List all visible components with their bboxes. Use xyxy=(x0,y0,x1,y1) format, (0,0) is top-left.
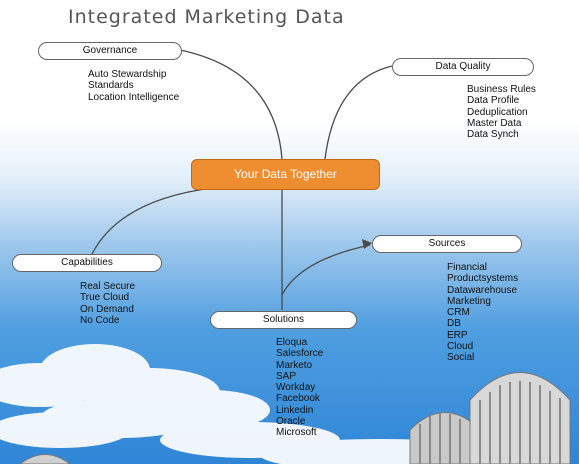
governance-item: Location Intelligence xyxy=(88,91,180,103)
data-quality-item: Deduplication xyxy=(467,106,528,118)
connector-governance xyxy=(179,49,283,160)
solutions-item: Marketo xyxy=(276,359,313,371)
capabilities-item: No Code xyxy=(80,314,120,326)
sources-item: Marketing xyxy=(447,295,491,307)
solutions-list: Eloqua Salesforce Marketo SAP Workday Fa… xyxy=(276,337,323,439)
connector-sources xyxy=(281,244,371,296)
capabilities-list: Real Secure True Cloud On Demand No Code xyxy=(80,281,135,326)
capabilities-item: True Cloud xyxy=(80,292,130,304)
solutions-item: Eloqua xyxy=(276,337,308,348)
solutions-item: Linkedin xyxy=(276,404,314,416)
capabilities-item: Real Secure xyxy=(80,281,136,292)
data-quality-item: Data Profile xyxy=(467,95,520,107)
sources-item: Productsystems xyxy=(447,273,519,285)
sources-item: Datawarehouse xyxy=(447,284,518,296)
sources-item: DB xyxy=(447,318,461,330)
solutions-item: Workday xyxy=(276,382,316,394)
arrowhead-sources xyxy=(362,239,372,249)
governance-item: Standards xyxy=(88,80,134,92)
central-node: Your Data Together xyxy=(191,159,380,190)
solutions-item: Microsoft xyxy=(276,427,317,439)
governance-item: Auto Stewardship xyxy=(88,69,167,80)
solutions-node: Solutions xyxy=(210,311,357,329)
solutions-item: Oracle xyxy=(276,416,306,428)
governance-list: Auto Stewardship Standards Location Inte… xyxy=(88,69,179,103)
governance-node: Governance xyxy=(38,42,182,60)
data-quality-item: Business Rules xyxy=(467,84,536,95)
silo-domes xyxy=(19,372,571,464)
data-quality-list: Business Rules Data Profile Deduplicatio… xyxy=(467,84,536,140)
connector-capabilities xyxy=(91,187,213,255)
sources-node: Sources xyxy=(372,235,522,253)
solutions-item: Salesforce xyxy=(276,348,324,360)
data-quality-item: Master Data xyxy=(467,117,522,129)
sources-item: CRM xyxy=(447,307,470,319)
sources-item: ERP xyxy=(447,329,468,341)
data-quality-node: Data Quality xyxy=(392,58,534,76)
sources-item: Social xyxy=(447,352,475,364)
sources-item: Financial xyxy=(447,262,488,273)
data-quality-item: Data Synch xyxy=(467,129,519,141)
solutions-item: Facebook xyxy=(276,393,320,405)
diagram-title: Integrated Marketing Data xyxy=(68,6,345,28)
connector-lines xyxy=(91,49,393,310)
solutions-item: SAP xyxy=(276,370,297,382)
capabilities-item: On Demand xyxy=(80,303,134,315)
sources-item: Cloud xyxy=(447,341,474,353)
connector-data-quality xyxy=(324,65,393,160)
capabilities-node: Capabilities xyxy=(12,254,162,272)
sources-list: Financial Productsystems Datawarehouse M… xyxy=(447,262,518,364)
